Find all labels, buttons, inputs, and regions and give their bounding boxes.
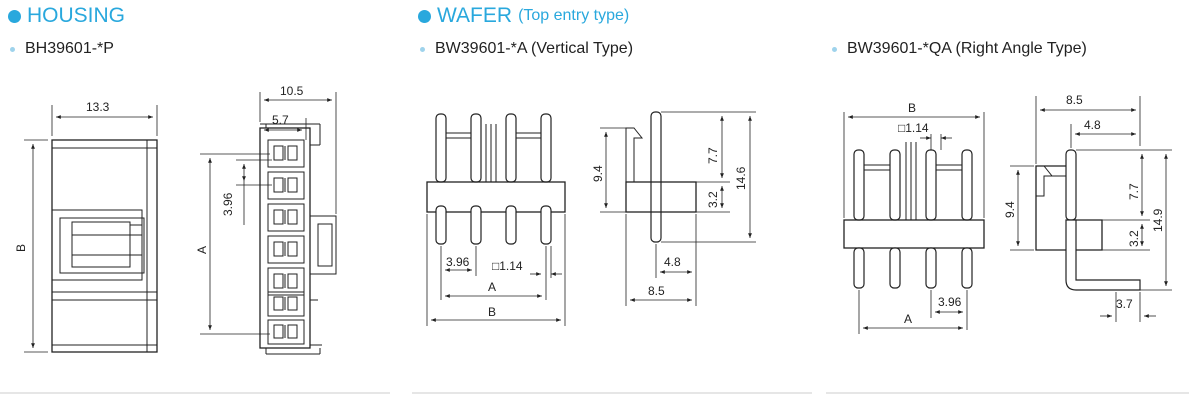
dim-3-96-label: 3.96 [221, 192, 235, 216]
wafer-r-dim-14-9-label: 14.9 [1151, 208, 1165, 232]
wafer-v-dim-a-label: A [488, 280, 496, 294]
divider [412, 392, 812, 394]
bullet-icon [418, 9, 431, 23]
housing-part-number: BH39601-*P [10, 40, 114, 58]
wafer-v-dim-8-5-label: 8.5 [648, 284, 665, 298]
wafer-right-angle-part-number: BW39601-*QA (Right Angle Type) [832, 40, 1087, 58]
wafer-r-dim-3-96-label: 3.96 [938, 295, 962, 309]
wafer-vertical-part-label: BW39601-*A (Vertical Type) [435, 40, 634, 57]
wafer-r-dim-8-5-label: 8.5 [1066, 93, 1083, 107]
housing-title: HOUSING [27, 4, 126, 27]
wafer-r-dim-4-8-label: 4.8 [1084, 118, 1101, 132]
wafer-vertical-front-view [426, 113, 566, 326]
wafer-title: WAFER [437, 4, 513, 27]
housing-side-view [24, 105, 158, 353]
wafer-r-dim-3-2-label: 3.2 [1127, 230, 1141, 247]
wafer-r-dim-9-4-label: 9.4 [1003, 201, 1017, 218]
wafer-v-dim-9-4-label: 9.4 [591, 165, 605, 182]
divider [826, 392, 1189, 394]
wafer-r-dim-a-label: A [904, 312, 912, 326]
dim-a-label: A [195, 246, 209, 254]
wafer-v-dim-7-7-label: 7.7 [706, 147, 720, 164]
bullet-icon [832, 46, 837, 52]
wafer-r-dim-3-7-label: 3.7 [1116, 297, 1133, 311]
bullet-icon [10, 46, 15, 52]
wafer-v-dim-3-2-label: 3.2 [706, 191, 720, 208]
wafer-right-angle-front-view [843, 112, 985, 334]
wafer-header: WAFER (Top entry type) [418, 4, 629, 28]
wafer-v-dim-b-label: B [488, 305, 496, 319]
bullet-icon [420, 46, 425, 52]
housing-header: HOUSING [8, 4, 125, 28]
wafer-subtitle: (Top entry type) [518, 7, 630, 24]
wafer-right-angle-side-view [1010, 96, 1172, 322]
dim-b-label: B [14, 244, 28, 252]
wafer-r-dim-7-7-label: 7.7 [1127, 183, 1141, 200]
bullet-icon [8, 9, 21, 23]
divider [0, 392, 390, 394]
wafer-vertical-part-number: BW39601-*A (Vertical Type) [420, 40, 633, 58]
wafer-v-dim-square-label: □1.14 [492, 259, 523, 273]
wafer-v-dim-14-6-label: 14.6 [734, 166, 748, 190]
wafer-v-dim-3-96-label: 3.96 [446, 255, 470, 269]
wafer-vertical-side-view [600, 111, 756, 306]
housing-part-label: BH39601-*P [25, 40, 114, 57]
dim-10-5-label: 10.5 [280, 84, 304, 98]
dim-13-3-label: 13.3 [86, 100, 110, 114]
wafer-v-dim-4-8-label: 4.8 [664, 255, 681, 269]
wafer-right-angle-part-label: BW39601-*QA (Right Angle Type) [847, 40, 1087, 57]
wafer-r-dim-b-label: B [908, 101, 916, 115]
dim-5-7-label: 5.7 [272, 113, 289, 127]
wafer-r-dim-square-label: □1.14 [898, 121, 929, 135]
housing-front-view [200, 92, 337, 355]
